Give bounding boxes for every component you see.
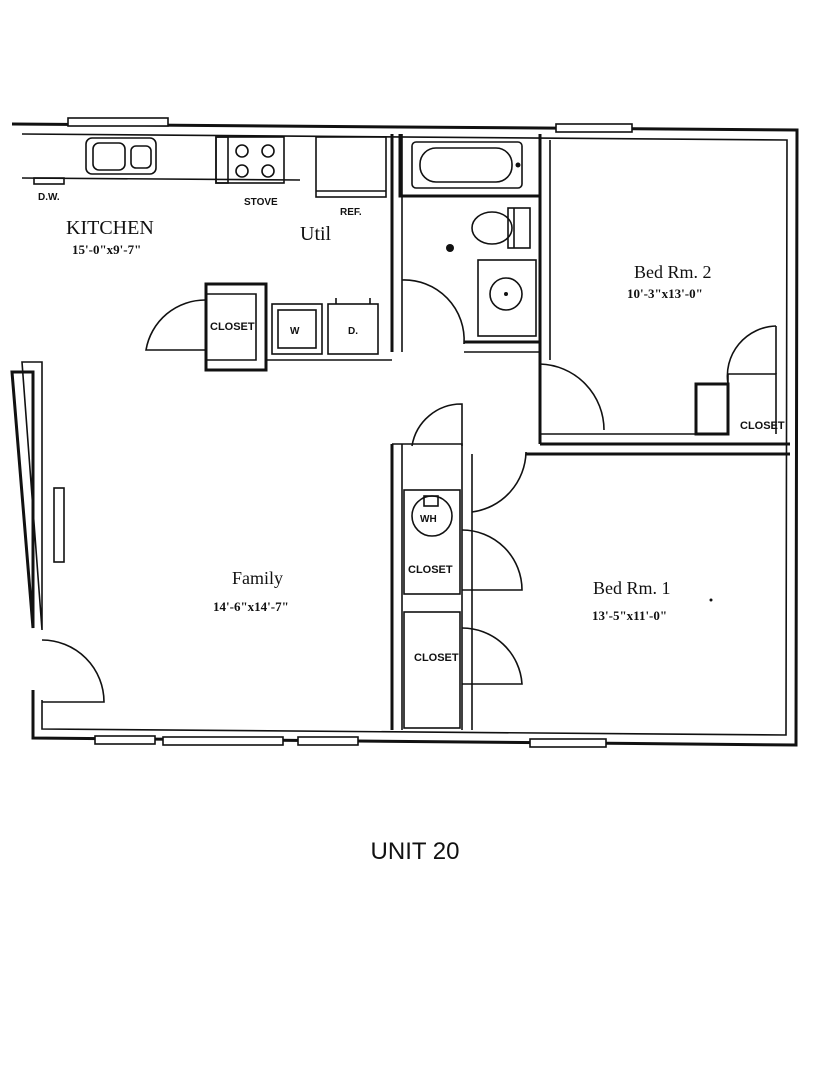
unit-title: UNIT 20	[370, 838, 460, 865]
entry-door	[41, 639, 105, 703]
exterior-walls	[10, 122, 799, 747]
washer-label: W	[290, 326, 300, 337]
dishwasher-label: D.W.	[38, 192, 60, 203]
kitchen-dims: 15'-0"x9'-7"	[72, 242, 141, 257]
hall-upper-closet-label: CLOSET	[408, 564, 453, 576]
refrigerator-label: REF.	[340, 207, 362, 218]
family-name: Family	[232, 568, 283, 588]
bed1-name: Bed Rm. 1	[593, 578, 671, 598]
kitchen-closet-label: CLOSET	[210, 321, 255, 333]
bathroom	[398, 134, 540, 353]
bedroom-2	[538, 134, 790, 446]
bed1-dims: 13'-5"x11'-0"	[592, 608, 667, 623]
hall-closets	[390, 403, 790, 730]
bed2-name: Bed Rm. 2	[634, 262, 712, 282]
stove-label: STOVE	[244, 197, 278, 208]
water-heater-label: WH	[420, 514, 437, 525]
windows	[53, 117, 633, 748]
hall-lower-closet-label: CLOSET	[414, 652, 459, 664]
kitchen-name: KITCHEN	[66, 217, 154, 239]
dryer-label: D.	[348, 326, 358, 337]
kitchen-area	[21, 134, 465, 372]
bed2-closet-label: CLOSET	[740, 420, 785, 432]
util-name: Util	[300, 223, 332, 245]
family-dims: 14'-6"x14'-7"	[213, 599, 289, 614]
plan-speck	[709, 598, 713, 602]
bed2-dims: 10'-3"x13'-0"	[627, 286, 703, 301]
